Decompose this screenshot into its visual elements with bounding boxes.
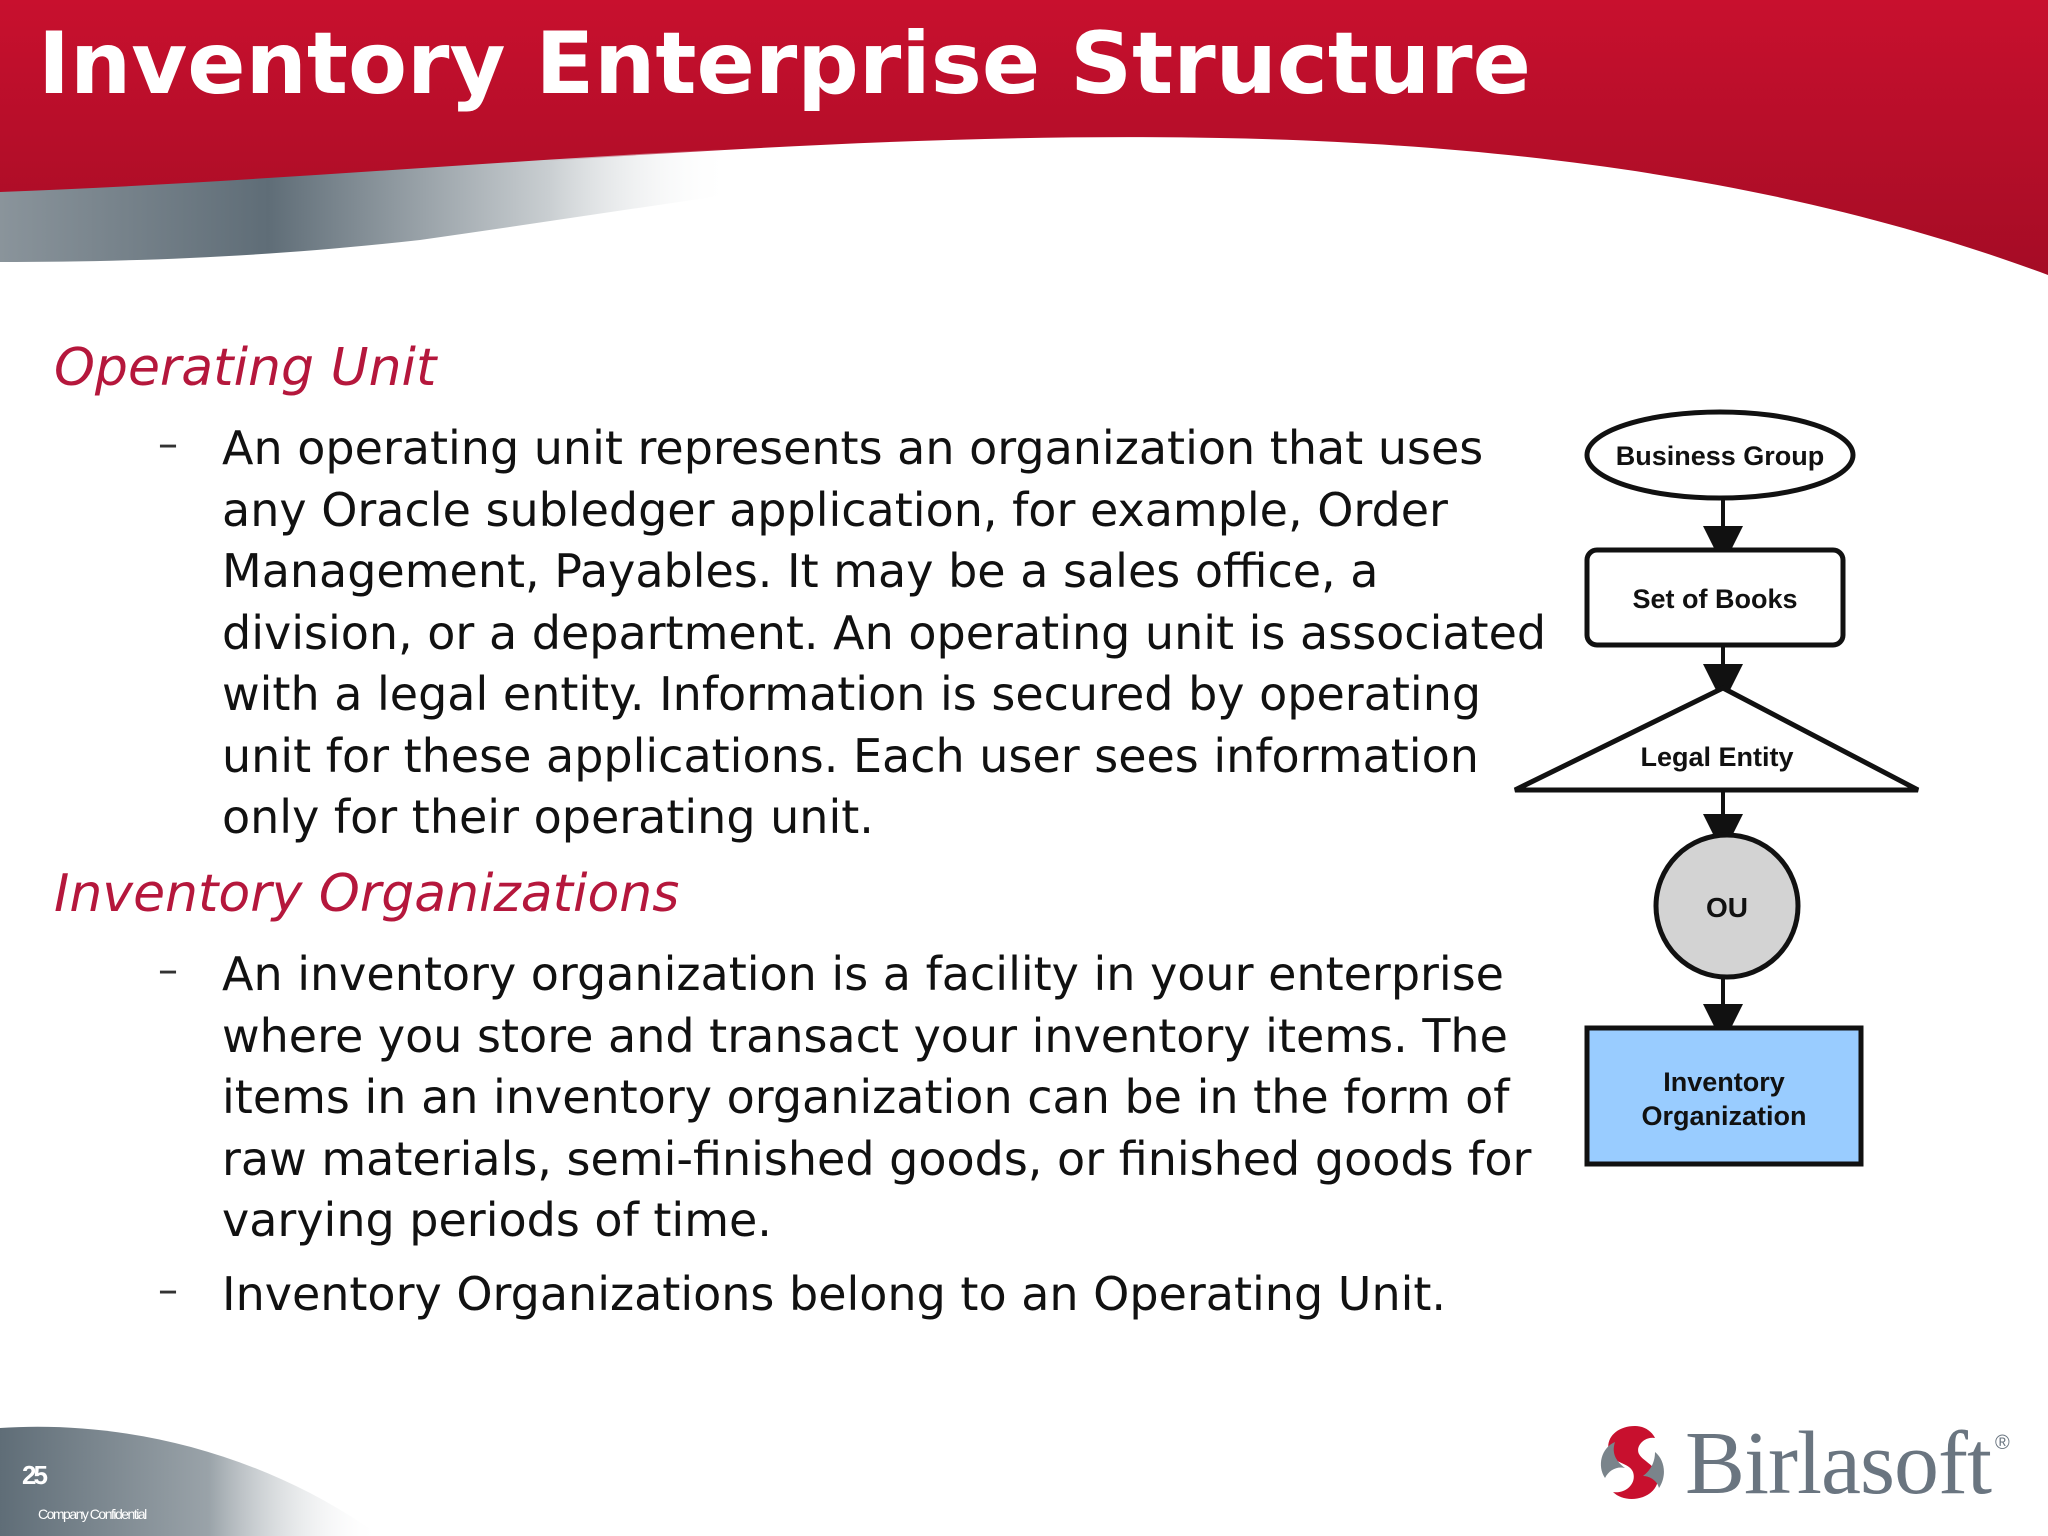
node-shape-circle xyxy=(1653,832,1801,980)
bullet-line: division, or a department. An operating … xyxy=(222,605,1547,660)
bullet-line: varying periods of time. xyxy=(222,1193,772,1247)
node-label-line-2: Organization xyxy=(1641,1101,1806,1131)
node-label-line-1: Inventory xyxy=(1663,1067,1785,1097)
node-label: Business Group xyxy=(1616,441,1825,471)
bullet-dash: – xyxy=(158,947,178,993)
slide-title: Inventory Enterprise Structure xyxy=(38,14,1531,114)
node-shape-rounded-rect xyxy=(1584,547,1846,648)
bullet-line: An inventory organization is a facility … xyxy=(222,947,1504,1001)
birlasoft-swirl-icon xyxy=(1600,1426,1664,1499)
bullet-line: items in an inventory organization can b… xyxy=(222,1070,1510,1124)
diagram-node-business-group: Business Group xyxy=(1584,409,1856,501)
bullet-item: – Inventory Organizations belong to an O… xyxy=(150,1264,1570,1326)
diagram-node-legal-entity: Legal Entity xyxy=(1513,685,1920,793)
bullet-line: raw materials, semi-finished goods, or f… xyxy=(222,1131,1532,1186)
registered-mark: ® xyxy=(1995,1432,2010,1454)
bullet-dash: – xyxy=(158,1266,178,1313)
bullet-line: unit for these applications. Each user s… xyxy=(222,728,1479,783)
bullet-item: – An inventory organization is a facilit… xyxy=(150,944,1570,1252)
bullet-line: any Oracle subledger application, for ex… xyxy=(222,482,1448,537)
section-heading-operating-unit: Operating Unit xyxy=(54,338,437,398)
birlasoft-logo: Birlasoft ® xyxy=(1595,1414,2025,1518)
inventory-organizations-bullets: – An inventory organization is a facilit… xyxy=(150,944,1570,1325)
header-banner xyxy=(0,0,2048,290)
page-number: 25 xyxy=(22,1460,48,1490)
node-shape-triangle xyxy=(1513,685,1920,793)
bullet-line: Management, Payables. It may be a sales … xyxy=(222,544,1379,598)
operating-unit-bullets: – An operating unit represents an organi… xyxy=(150,418,1570,849)
bullet-line: Inventory Organizations belong to an Ope… xyxy=(222,1266,1447,1321)
node-label: OU xyxy=(1706,892,1748,923)
enterprise-hierarchy-diagram: Business Group Set of Books Legal Entity… xyxy=(1513,409,1920,1167)
node-label: Set of Books xyxy=(1632,584,1797,614)
node-shape-rect xyxy=(1584,1025,1864,1167)
bullet-line: with a legal entity. Information is secu… xyxy=(222,667,1482,721)
logo-wordmark: Birlasoft xyxy=(1685,1414,1992,1513)
confidential-note: Company Confidential xyxy=(38,1506,147,1522)
node-label: Legal Entity xyxy=(1640,742,1793,772)
diagram-node-ou: OU xyxy=(1653,832,1801,980)
section-heading-inventory-organizations: Inventory Organizations xyxy=(54,864,680,924)
bullet-line: only for their operating unit. xyxy=(222,790,874,844)
footer-swoosh xyxy=(0,1426,380,1536)
bullet-item: – An operating unit represents an organi… xyxy=(150,418,1570,849)
node-shape-ellipse xyxy=(1584,409,1856,501)
diagram-node-inventory-organization: Inventory Organization xyxy=(1584,1025,1864,1167)
bullet-dash: – xyxy=(158,421,178,467)
bullet-line: where you store and transact your invent… xyxy=(222,1008,1508,1063)
bullet-line: An operating unit represents an organiza… xyxy=(222,421,1484,475)
diagram-node-set-of-books: Set of Books xyxy=(1584,547,1846,648)
